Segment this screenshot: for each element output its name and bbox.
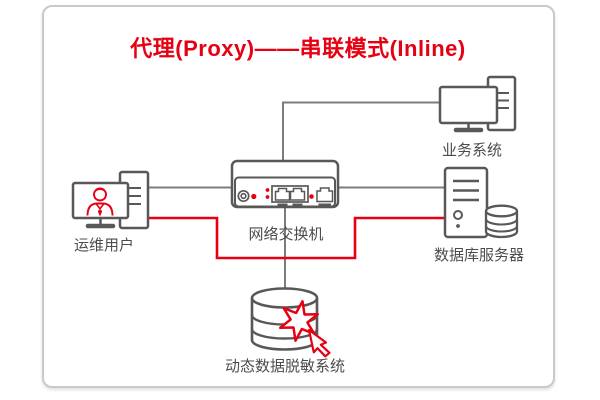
disk-stack xyxy=(484,204,519,239)
status-led xyxy=(265,195,270,199)
connector-switch-business xyxy=(282,101,440,163)
person-lapels xyxy=(95,203,105,210)
operator-person-icon xyxy=(86,187,114,217)
label-network-switch: 网络交换机 xyxy=(248,226,324,243)
gray-connectors xyxy=(148,101,445,291)
ethernet-port xyxy=(274,187,291,201)
ops-user-icon xyxy=(71,170,150,230)
power-port-inner xyxy=(240,192,247,200)
label-business-system: 业务系统 xyxy=(441,142,503,159)
red-path-user-dbserver xyxy=(148,216,445,260)
red-burst-icon xyxy=(278,300,331,358)
person-tie xyxy=(97,208,103,217)
disk-band xyxy=(484,218,519,226)
uplink-port xyxy=(316,187,334,203)
server-button xyxy=(453,210,463,220)
port-group-frame xyxy=(271,185,309,203)
monitor-shape xyxy=(438,85,499,125)
disk-top xyxy=(484,204,519,218)
status-led xyxy=(309,194,314,199)
status-led xyxy=(265,188,270,192)
diagram-title: 代理(Proxy)——串联模式(Inline) xyxy=(130,36,466,61)
status-led xyxy=(251,193,257,200)
server-tower xyxy=(443,166,489,239)
server-vent-lines xyxy=(453,179,479,202)
network-switch-icon xyxy=(230,159,340,209)
person-hair xyxy=(94,188,106,193)
database-server-icon xyxy=(443,166,519,239)
label-ops-user: 运维用户 xyxy=(73,237,135,254)
cylinder-top xyxy=(250,287,319,309)
power-port-outer xyxy=(237,189,250,203)
server-led xyxy=(456,224,460,228)
disk-band xyxy=(484,225,519,233)
ethernet-port xyxy=(289,187,306,201)
business-system-icon xyxy=(438,75,517,133)
click-arrow xyxy=(307,328,331,358)
label-masking-system: 动态数据脱敏系统 xyxy=(224,358,346,375)
masking-system-icon xyxy=(250,287,331,358)
label-database-server: 数据库服务器 xyxy=(433,247,525,264)
